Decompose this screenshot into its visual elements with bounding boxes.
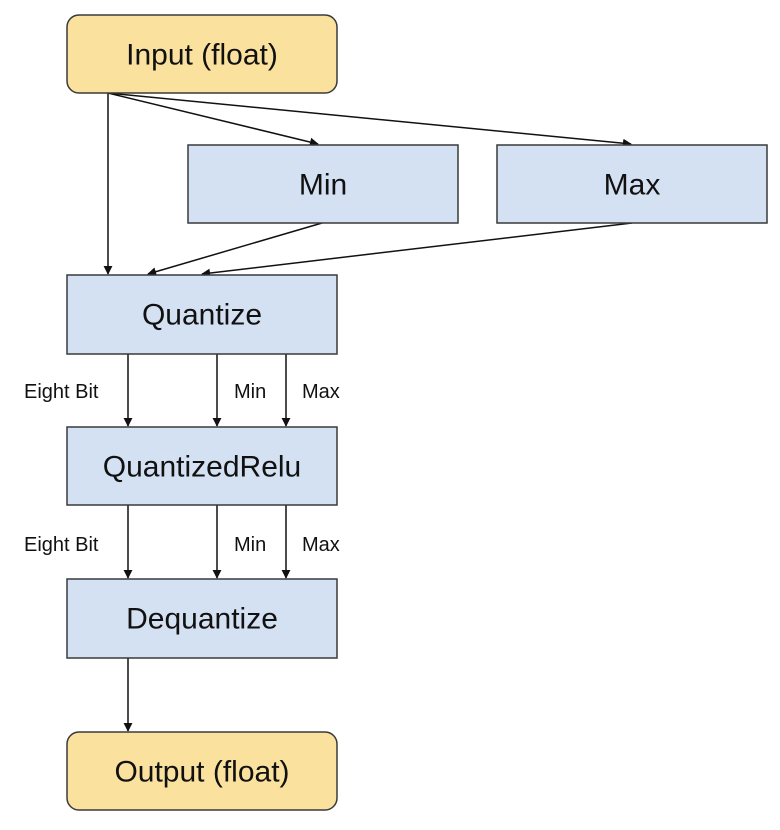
output-node-label: Output (float) xyxy=(114,756,289,789)
edge-label-min: Min xyxy=(234,534,266,556)
edge-label-eight-bit: Eight Bit xyxy=(24,381,99,403)
edge-label-min: Min xyxy=(234,381,266,403)
edge-label-max: Max xyxy=(302,381,340,403)
edge-label-max: Max xyxy=(302,534,340,556)
edge-label-eight-bit: Eight Bit xyxy=(24,534,99,556)
quantized-relu-node-label: QuantizedRelu xyxy=(103,451,301,484)
edge-input-to-max xyxy=(107,92,632,148)
quantized-relu-node: QuantizedRelu xyxy=(66,426,338,506)
edge-min-to-quantize xyxy=(147,222,323,277)
output-node: Output (float) xyxy=(66,731,338,811)
quantize-node-label: Quantize xyxy=(142,299,262,332)
min-node-label: Min xyxy=(299,169,347,202)
dequantize-node-label: Dequantize xyxy=(126,603,278,636)
min-node: Min xyxy=(187,144,459,224)
max-node: Max xyxy=(496,144,768,224)
edges xyxy=(103,92,633,732)
edge-labels: Eight Bit Min Max Eight Bit Min Max xyxy=(24,381,340,556)
max-node-label: Max xyxy=(604,169,661,202)
input-node: Input (float) xyxy=(66,14,338,94)
quantize-node: Quantize xyxy=(66,274,338,355)
input-node-label: Input (float) xyxy=(126,39,278,72)
edge-input-to-min xyxy=(107,92,319,147)
edge-max-to-quantize xyxy=(201,222,633,278)
dequantize-node: Dequantize xyxy=(66,578,338,659)
